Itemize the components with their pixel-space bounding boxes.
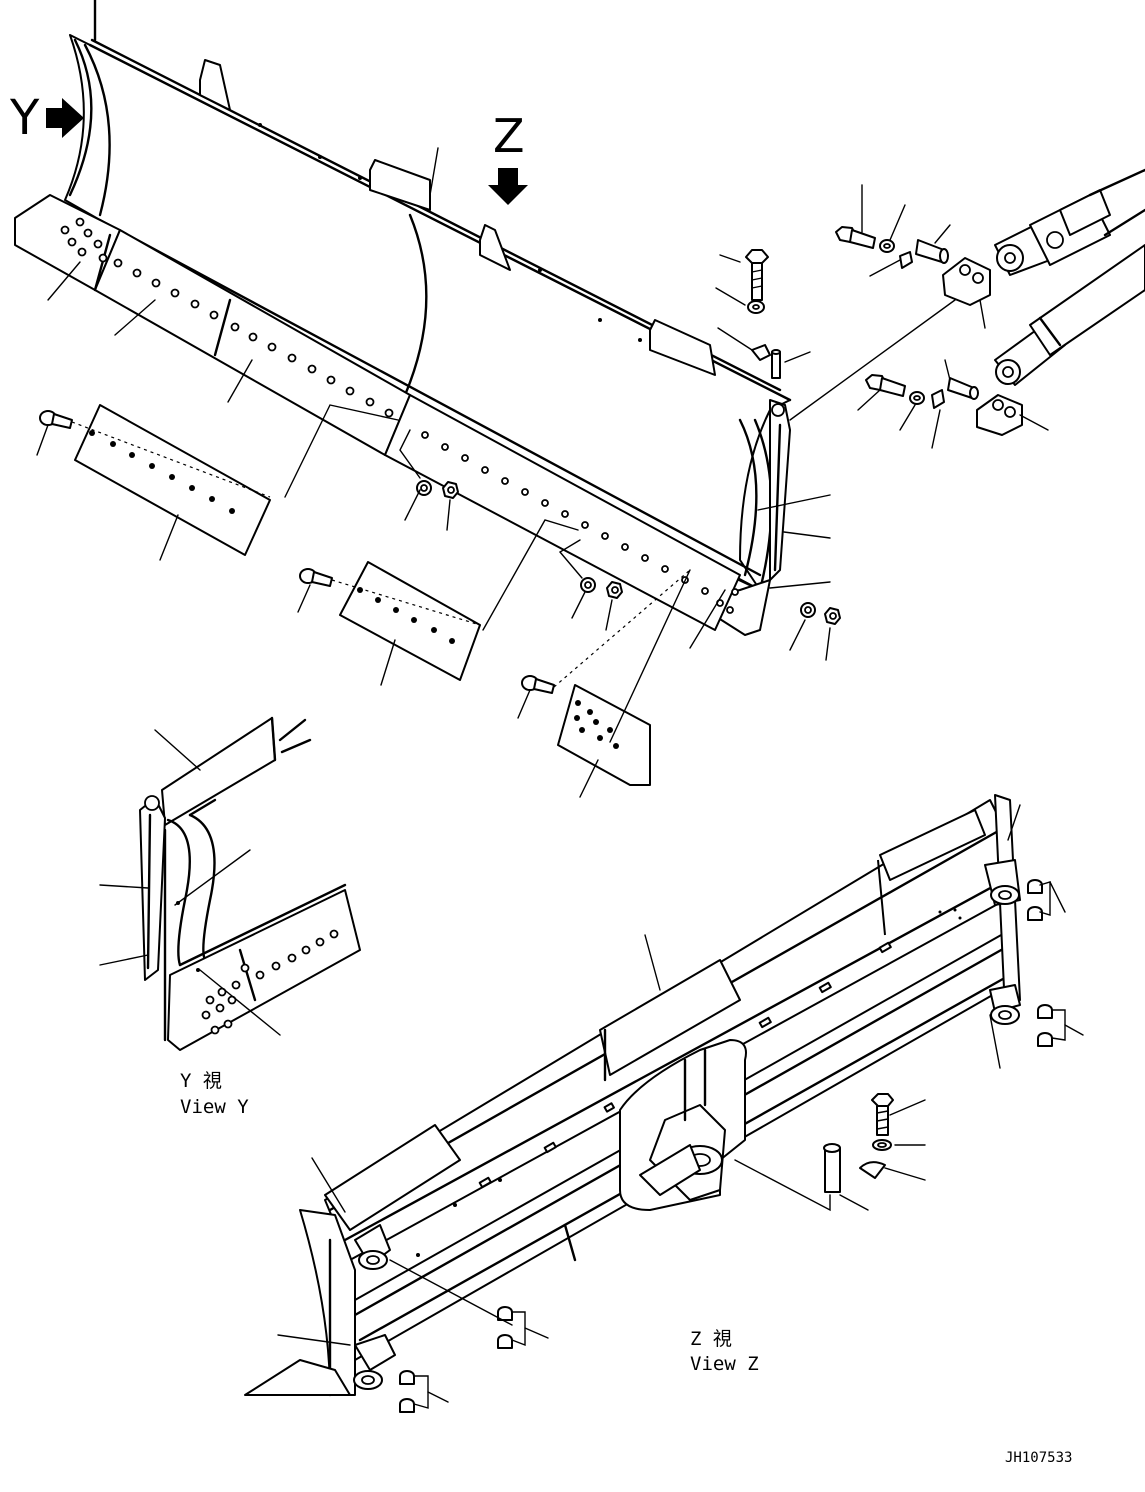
caption-view-z-jp: Z 視 — [690, 1328, 732, 1350]
edge-part-1 — [74, 404, 271, 556]
view-marker-y-group: Y — [9, 90, 84, 146]
edge-part-2 — [339, 561, 481, 681]
callout-leaders — [36, 147, 831, 798]
caption-view-z-en: View Z — [690, 1353, 759, 1375]
edge-part-3 — [557, 684, 651, 786]
main-blade-assembly — [64, 0, 792, 636]
washers-nuts — [416, 480, 841, 625]
cylinder-mount-parts — [715, 168, 1145, 449]
view-y-detail — [99, 716, 361, 1051]
caption-view-z: Z 視 View Z — [690, 1328, 759, 1375]
caption-view-y-en: View Y — [180, 1096, 249, 1118]
caption-view-y-jp: Y 視 — [180, 1070, 222, 1092]
exploded-edges — [36, 147, 841, 798]
view-marker-z: Z — [493, 109, 525, 163]
caption-view-y: Y 視 View Y — [180, 1070, 249, 1118]
view-arrow-z-icon — [488, 168, 528, 205]
view-arrow-y-icon — [46, 98, 84, 138]
view-marker-z-group: Z — [488, 109, 528, 205]
view-marker-y: Y — [9, 90, 40, 146]
cutting-edges — [14, 194, 741, 631]
plow-bolts — [39, 410, 555, 694]
drawing-code: JH107533 — [1005, 1450, 1072, 1466]
bushings — [399, 879, 1053, 1413]
view-z-detail — [244, 794, 1084, 1413]
